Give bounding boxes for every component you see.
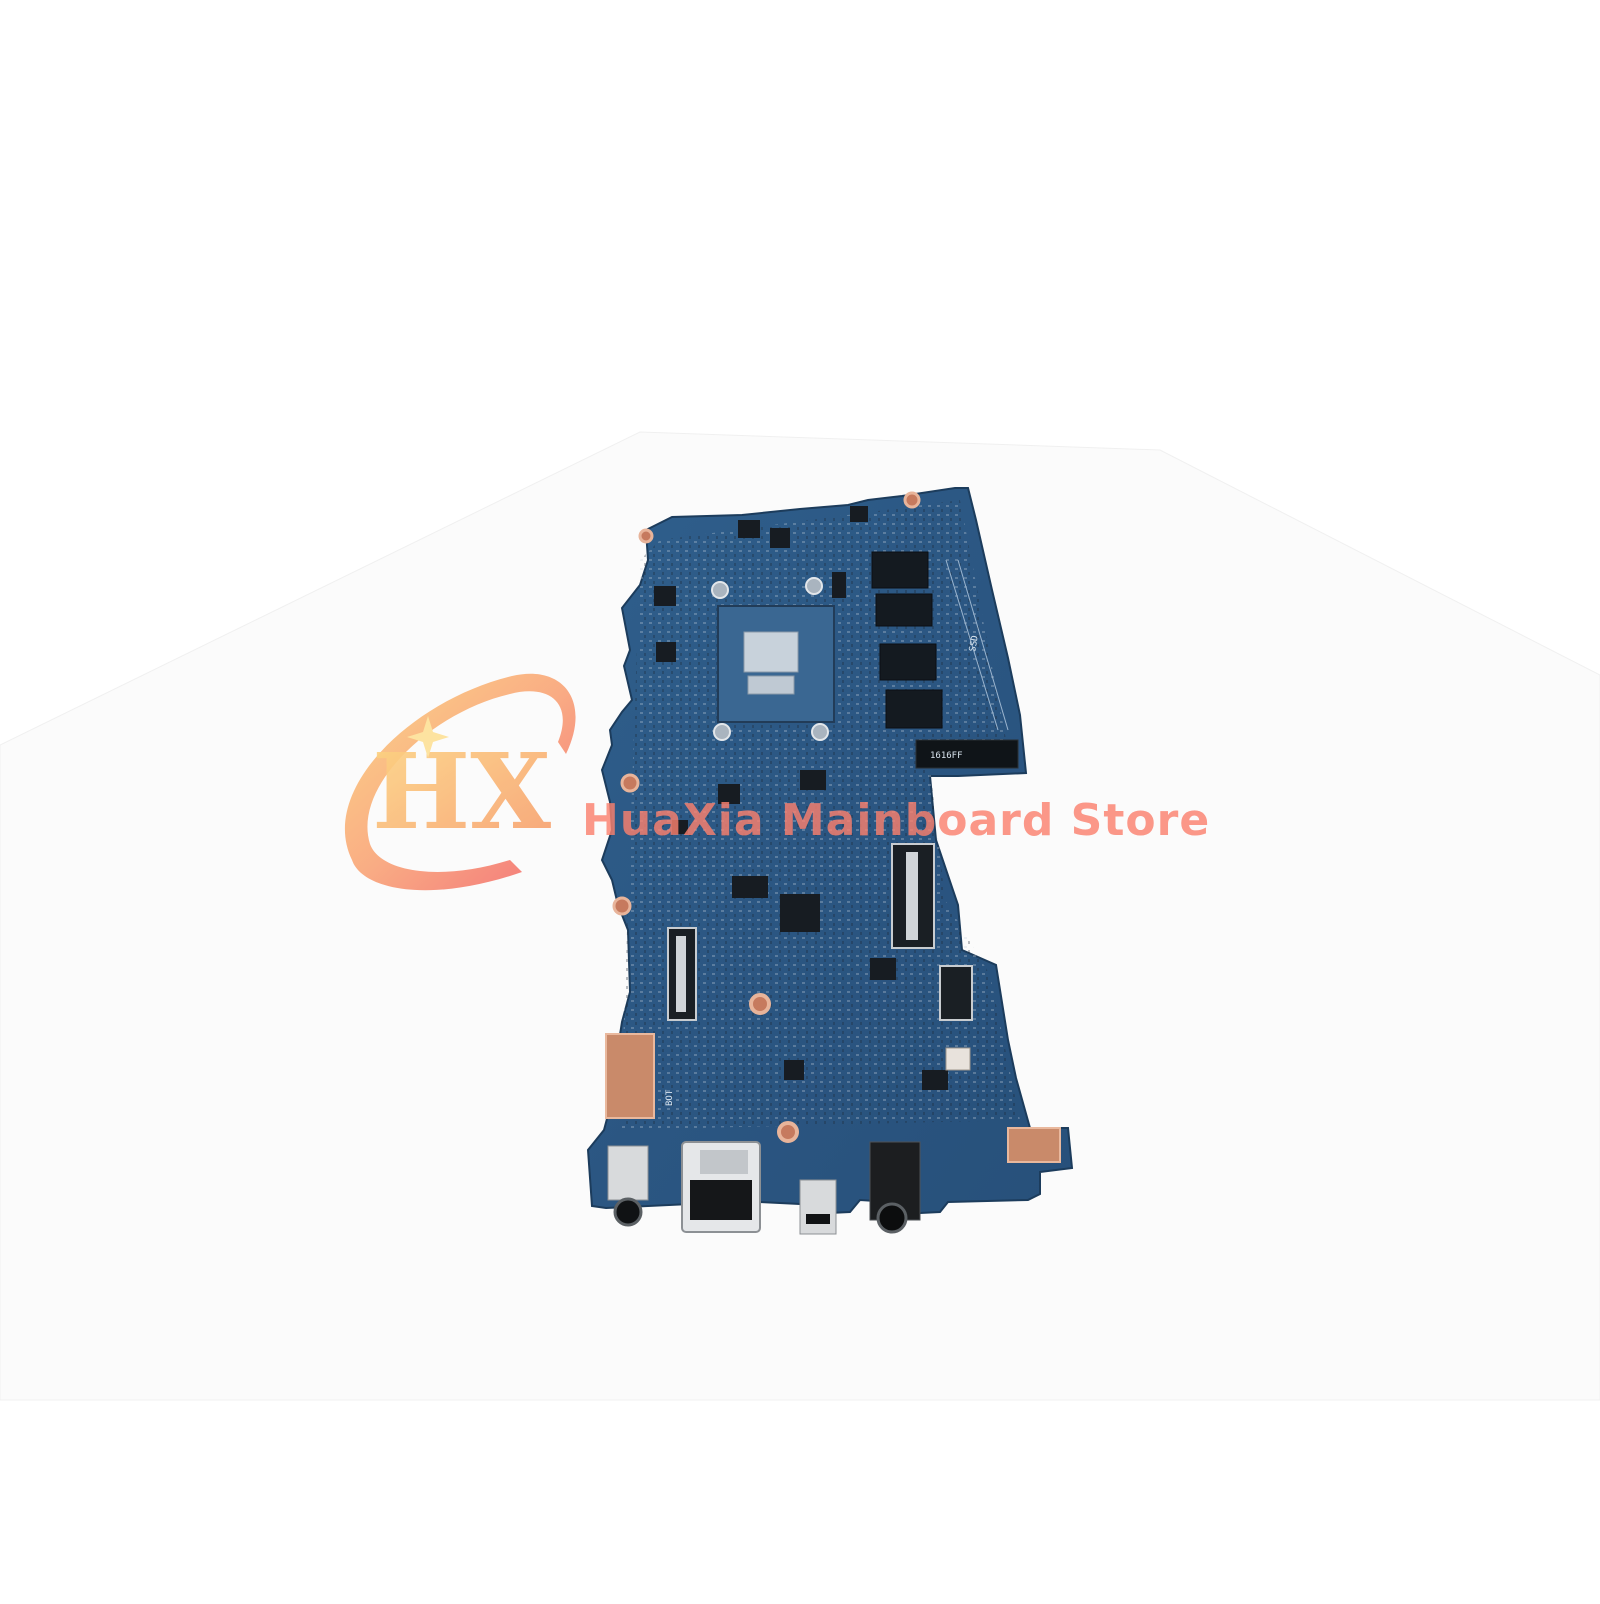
- store-logo-icon: HX: [344, 673, 576, 891]
- audio-jack-left: [607, 1145, 649, 1227]
- ssd-connector: 1616FF: [915, 559, 1019, 769]
- mounting-holes: [612, 491, 921, 1143]
- small-ics: [654, 506, 948, 1090]
- cpu-chip: [717, 605, 835, 723]
- micro-usb-port: [799, 1179, 837, 1235]
- audio-jack-right: [869, 1141, 921, 1234]
- chip-marking: 1616FF: [930, 751, 963, 761]
- usb-port: [681, 1141, 761, 1233]
- memory-chips: [871, 551, 943, 729]
- fpc-connectors: [667, 843, 973, 1071]
- ssd-silkscreen-label: SSD: [968, 635, 981, 653]
- copper-pads: [605, 1033, 1061, 1163]
- store-name-watermark: HuaXia Mainboard Store: [582, 795, 1211, 846]
- logo-letters: HX: [372, 730, 551, 853]
- bot-silkscreen-label: BOT: [665, 1089, 675, 1106]
